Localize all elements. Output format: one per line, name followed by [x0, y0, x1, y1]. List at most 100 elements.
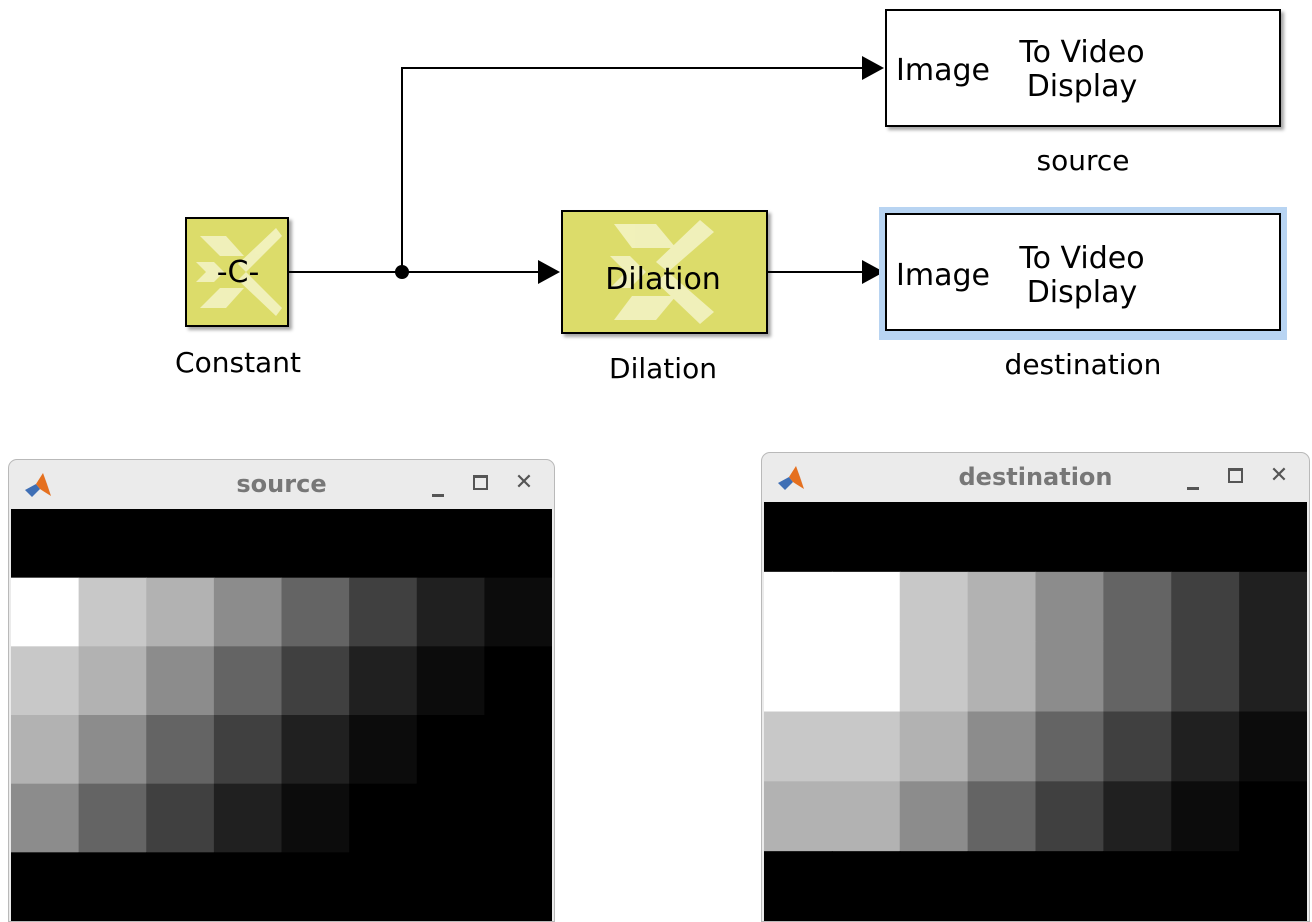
pixel-cell: [1171, 502, 1240, 573]
pixel-cell: [1035, 781, 1105, 852]
pixel-cell: [967, 502, 1037, 573]
pixel-cell: [281, 577, 350, 648]
pixel-cell: [146, 646, 215, 716]
pixel-cell: [1103, 502, 1172, 573]
pixel-cell: [349, 577, 418, 648]
pixel-cell: [967, 781, 1037, 852]
pixel-cell: [764, 502, 833, 573]
pixel-cell: [831, 851, 901, 921]
pixel-cell: [1171, 781, 1240, 852]
pixel-cell: [416, 509, 486, 579]
pixel-cell: [349, 715, 418, 785]
pixel-cell: [416, 715, 486, 785]
pixel-cell: [1239, 571, 1307, 643]
constant-block-text: -C-: [217, 255, 260, 290]
pixel-cell: [1171, 641, 1240, 713]
pixel-cell: [213, 646, 283, 716]
maximize-button[interactable]: [1223, 461, 1247, 491]
pixel-cell: [349, 509, 418, 579]
source-display-text-line1: To Video: [1018, 35, 1144, 70]
destination-display-text-line1: To Video: [1018, 241, 1144, 276]
source-video-window[interactable]: source ✕: [8, 459, 555, 922]
arrowhead-destination-input: [862, 260, 884, 284]
pixel-cell: [281, 852, 350, 921]
pixel-cell: [146, 852, 215, 921]
pixel-cell: [349, 852, 418, 921]
pixel-cell: [1103, 571, 1172, 643]
source-display-port-label: Image: [896, 53, 990, 88]
constant-block[interactable]: -C-: [185, 217, 289, 327]
pixel-cell: [146, 577, 215, 648]
pixel-cell: [1239, 502, 1307, 573]
pixel-cell: [967, 641, 1037, 713]
pixel-cell: [967, 851, 1037, 921]
pixel-cell: [1171, 571, 1240, 643]
pixel-cell: [484, 852, 552, 921]
minimize-icon: [1187, 487, 1199, 490]
arrowhead-source-input: [862, 56, 884, 80]
pixel-cell: [1035, 571, 1105, 643]
maximize-icon: [1227, 468, 1243, 483]
pixel-cell: [78, 715, 147, 785]
pixel-cell: [11, 577, 80, 648]
pixel-cell: [484, 646, 552, 716]
destination-video-display-block[interactable]: Image To Video Display: [879, 207, 1287, 340]
pixel-cell: [1035, 502, 1105, 573]
branch-point: [395, 265, 409, 279]
matlab-logo-icon: [778, 466, 804, 490]
pixel-cell: [213, 852, 283, 921]
pixel-cell: [899, 711, 969, 783]
source-video-display-block[interactable]: Image To Video Display: [885, 9, 1281, 127]
dilation-block[interactable]: Dilation: [561, 210, 768, 334]
pixel-grid: [764, 502, 1307, 921]
pixel-cell: [281, 646, 350, 716]
pixel-grid: [11, 509, 552, 921]
pixel-cell: [1035, 711, 1105, 783]
pixel-cell: [899, 502, 969, 573]
pixel-cell: [281, 509, 350, 579]
pixel-cell: [1035, 641, 1105, 713]
pixel-cell: [349, 646, 418, 716]
pixel-cell: [764, 851, 833, 921]
pixel-cell: [146, 715, 215, 785]
pixel-cell: [213, 783, 283, 854]
pixel-cell: [967, 571, 1037, 643]
pixel-cell: [764, 711, 833, 783]
signal-lines: [289, 67, 864, 273]
pixel-cell: [1103, 781, 1172, 852]
pixel-cell: [11, 715, 80, 785]
pixel-cell: [764, 641, 833, 713]
source-display-text-line2: Display: [1027, 69, 1138, 104]
matlab-logo-icon: [25, 473, 51, 497]
minimize-button[interactable]: [426, 468, 450, 498]
pixel-cell: [416, 852, 486, 921]
pixel-cell: [78, 509, 147, 579]
destination-video-window[interactable]: destination ✕: [761, 452, 1310, 922]
pixel-cell: [1171, 711, 1240, 783]
window-titlebar[interactable]: destination ✕: [762, 453, 1309, 502]
pixel-cell: [831, 711, 901, 783]
minimize-button[interactable]: [1181, 461, 1205, 491]
pixel-cell: [416, 646, 486, 716]
destination-display-port-label: Image: [896, 258, 990, 293]
pixel-cell: [967, 711, 1037, 783]
pixel-cell: [1239, 711, 1307, 783]
pixel-cell: [484, 577, 552, 648]
maximize-button[interactable]: [468, 468, 492, 498]
video-frame: [11, 509, 552, 921]
pixel-cell: [899, 851, 969, 921]
window-titlebar[interactable]: source ✕: [9, 460, 554, 509]
pixel-cell: [1103, 641, 1172, 713]
window-title: source: [236, 470, 327, 498]
pixel-cell: [764, 571, 833, 643]
xilinx-logo-icon: [610, 220, 714, 324]
pixel-cell: [281, 783, 350, 854]
pixel-cell: [899, 781, 969, 852]
pixel-cell: [11, 783, 80, 854]
signal-line-branch-to-source[interactable]: [401, 67, 864, 272]
dilation-block-text: Dilation: [605, 262, 721, 297]
pixel-cell: [831, 641, 901, 713]
close-button[interactable]: ✕: [1267, 461, 1291, 491]
pixel-cell: [831, 781, 901, 852]
close-button[interactable]: ✕: [512, 468, 536, 498]
